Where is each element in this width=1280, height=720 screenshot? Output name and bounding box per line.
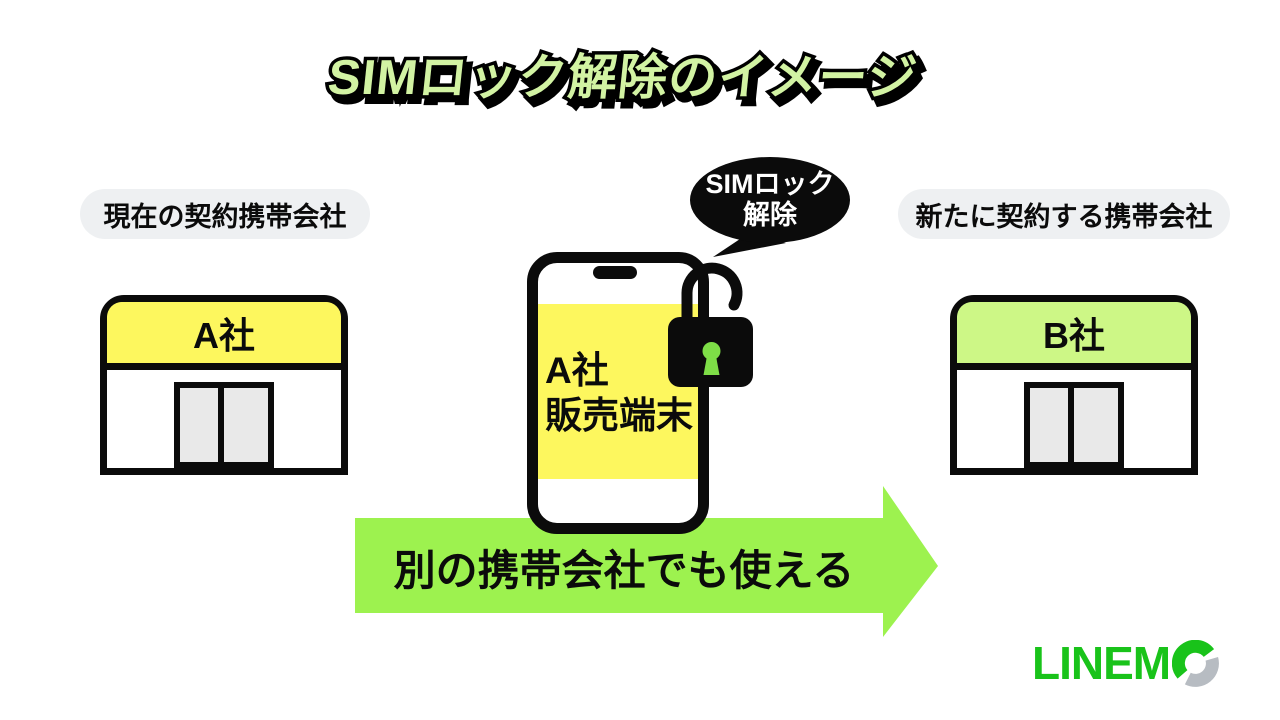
current-carrier-label-text: 現在の契約携帯会社 — [103, 201, 347, 232]
right-arrow: 別の携帯会社でも使える — [355, 486, 938, 637]
new-carrier-label-text: 新たに契約する携帯会社 — [915, 201, 1213, 232]
keyhole-icon — [702, 342, 721, 360]
store-a: A社 — [100, 295, 348, 475]
store-a-roof: A社 — [107, 302, 341, 370]
store-a-doors — [174, 382, 274, 468]
phone-screen-line2: 販売端末 — [545, 395, 693, 436]
current-carrier-label: 現在の契約携帯会社 — [80, 189, 370, 239]
door-icon — [1024, 382, 1074, 468]
page-title: SIMロック解除のイメージ SIMロック解除のイメージ — [322, 48, 930, 115]
arrow-label: 別の携帯会社でも使える — [394, 547, 855, 594]
padlock-shackle — [681, 262, 743, 331]
door-icon — [224, 382, 274, 468]
new-carrier-label: 新たに契約する携帯会社 — [898, 189, 1230, 239]
store-b-roof: B社 — [957, 302, 1191, 370]
linemo-logo: LINEM — [1032, 636, 1219, 690]
phone-screen-text: A社 販売端末 — [545, 348, 693, 438]
page-title-text: SIMロック解除のイメージ — [325, 51, 920, 105]
linemo-o-icon — [1172, 639, 1219, 687]
store-a-sign: A社 — [193, 314, 255, 356]
speech-bubble-line1: SIMロック — [705, 169, 835, 199]
phone-speaker-icon — [593, 266, 637, 279]
right-arrow-shape — [355, 486, 938, 637]
store-b-doors — [1024, 382, 1124, 468]
keyhole-stem — [703, 356, 720, 375]
phone-screen-line1: A社 — [545, 350, 609, 391]
speech-bubble-line2: 解除 — [743, 200, 797, 230]
door-icon — [1074, 382, 1124, 468]
open-padlock-icon — [668, 262, 753, 387]
page-title-shadow: SIMロック解除のイメージ — [331, 57, 926, 111]
speech-bubble: SIMロック 解除 — [690, 157, 850, 243]
phone-illustration: A社 販売端末 — [527, 252, 709, 534]
linemo-wordmark: LINEM — [1032, 637, 1171, 689]
store-b-sign: B社 — [1043, 314, 1105, 356]
store-b: B社 — [950, 295, 1198, 475]
door-icon — [174, 382, 224, 468]
